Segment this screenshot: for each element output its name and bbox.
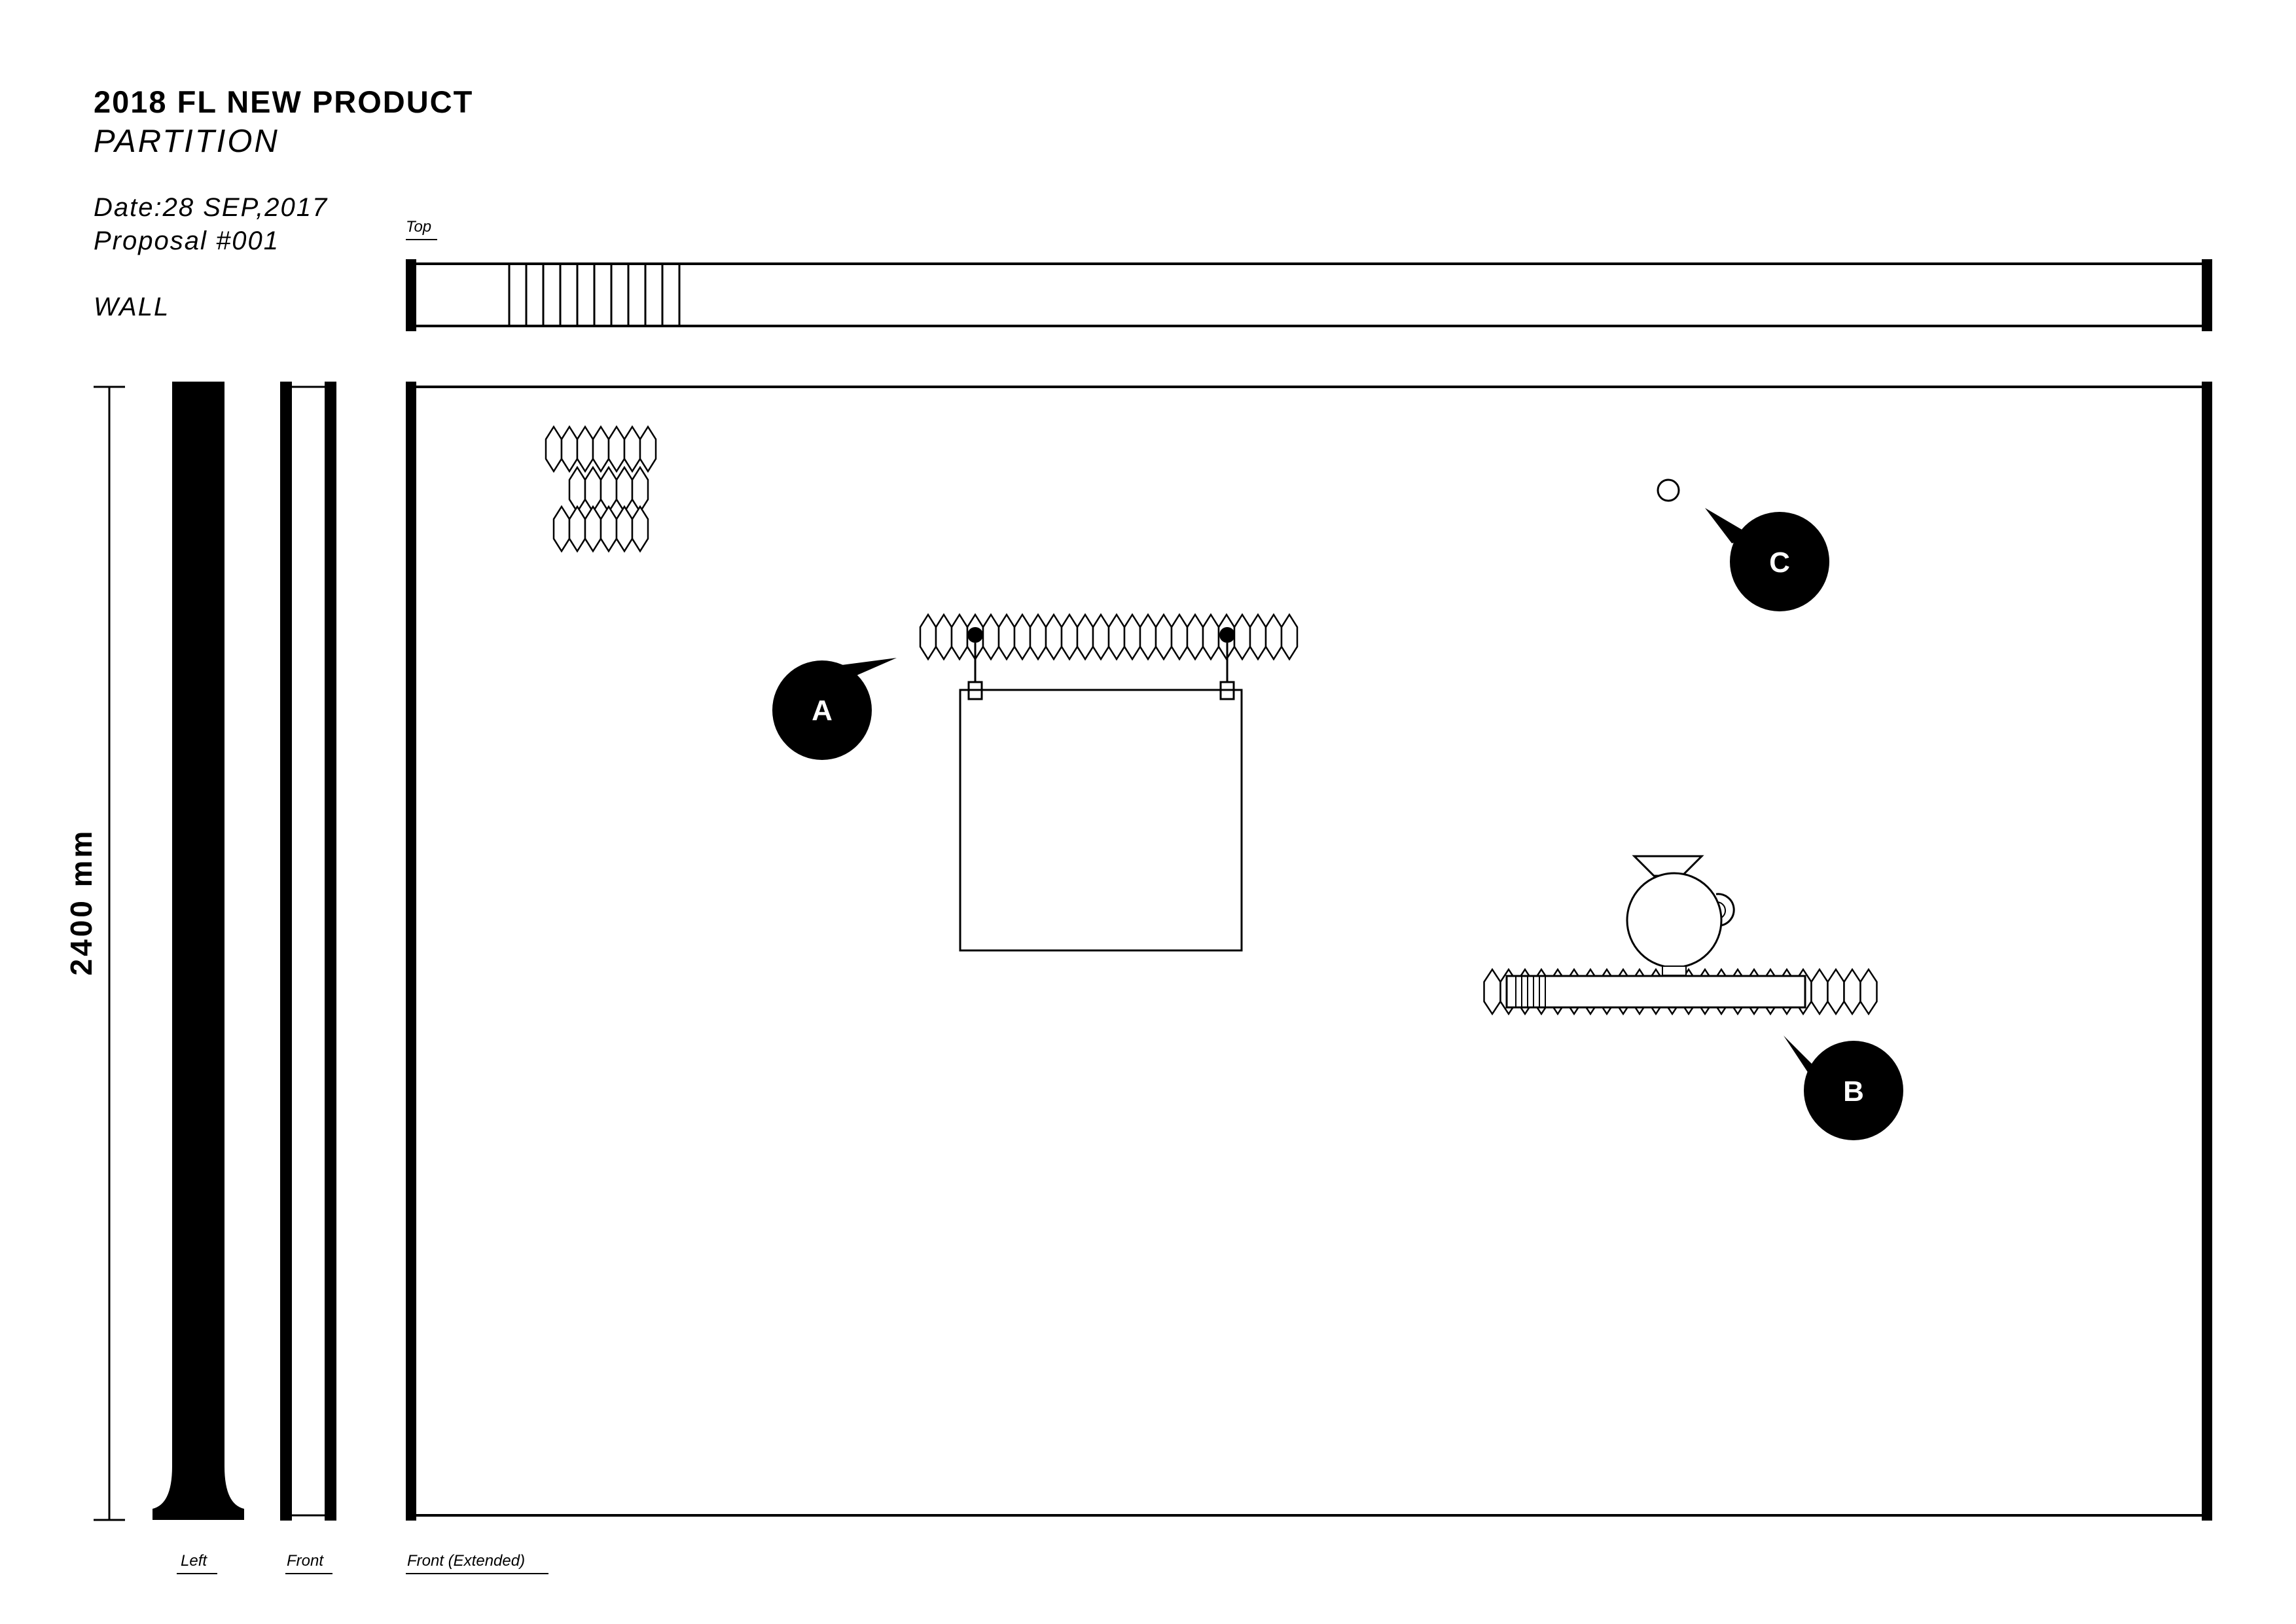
- honeycomb-cell: [560, 425, 579, 473]
- honeycomb-cell: [919, 613, 937, 661]
- honeycomb-cell: [639, 425, 657, 473]
- honeycomb-cell: [623, 425, 641, 473]
- honeycomb-cell: [982, 613, 1000, 661]
- callout-a: A: [772, 658, 897, 760]
- svg-text:B: B: [1843, 1075, 1864, 1108]
- honeycomb-cell: [1123, 613, 1141, 661]
- honeycomb-cell: [568, 505, 586, 553]
- honeycomb-cell: [1013, 613, 1031, 661]
- honeycomb-cell: [1249, 613, 1267, 661]
- honeycomb-cell: [545, 425, 563, 473]
- honeycomb-cell: [1483, 967, 1501, 1016]
- document-subtitle: PARTITION: [94, 124, 279, 159]
- honeycomb-cell: [1107, 613, 1126, 661]
- proposal-number: Proposal #001: [94, 226, 279, 255]
- honeycomb-cell: [1186, 613, 1204, 661]
- view-label-top: Top: [406, 218, 431, 236]
- honeycomb-cell: [1202, 613, 1220, 661]
- view-label-front-extended: Front (Extended): [407, 1552, 525, 1570]
- view-label-left: Left: [181, 1552, 207, 1570]
- hanging-board: [959, 627, 1243, 952]
- honeycomb-cell: [631, 505, 649, 553]
- honeycomb-cell: [935, 613, 953, 661]
- honeycomb-cell: [1045, 613, 1063, 661]
- honeycomb-cell: [1155, 613, 1173, 661]
- front-view: [280, 382, 336, 1521]
- callout-b: B: [1784, 1036, 1903, 1140]
- honeycomb-cell: [1859, 967, 1878, 1016]
- honeycomb-cell: [615, 505, 634, 553]
- svg-text:C: C: [1769, 547, 1790, 579]
- honeycomb-cell: [552, 505, 571, 553]
- top-view-right-post: [2202, 259, 2212, 331]
- honeycomb-cell: [1170, 613, 1189, 661]
- honeycomb-cell: [950, 613, 969, 661]
- honeycomb-cell: [600, 505, 618, 553]
- shelf-b: [1505, 975, 1806, 1009]
- hook-c: [1657, 478, 1680, 502]
- height-dimension-label: 2400 mm: [64, 829, 98, 976]
- honeycomb-cell: [1280, 613, 1299, 661]
- honeycomb-cell: [1092, 613, 1110, 661]
- front-extended-outline: [410, 386, 2208, 1517]
- honeycomb-cell: [1139, 613, 1157, 661]
- honeycomb-cell: [1060, 613, 1079, 661]
- honeycomb-cell: [1076, 613, 1094, 661]
- svg-text:A: A: [812, 695, 833, 727]
- top-view-left-post: [406, 259, 416, 331]
- honeycomb-cell: [1029, 613, 1047, 661]
- front-extended-view: [406, 382, 2212, 1521]
- top-view-hatch: [508, 264, 681, 326]
- honeycomb-cell: [1233, 613, 1251, 661]
- view-label-front: Front: [287, 1552, 324, 1570]
- vase: [1626, 855, 1735, 976]
- top-view: [406, 259, 2212, 331]
- honeycomb-cell: [1810, 967, 1829, 1016]
- honeycomb-cell: [1843, 967, 1861, 1016]
- front-extended-left-post: [406, 382, 416, 1521]
- honeycomb-cell: [584, 505, 602, 553]
- honeycomb-cell: [997, 613, 1016, 661]
- honeycomb-cell: [607, 425, 626, 473]
- section-label: WALL: [94, 293, 170, 321]
- shelf-hatch: [1515, 976, 1546, 1007]
- document-date: Date:28 SEP,2017: [94, 193, 328, 222]
- honeycomb-cell: [592, 425, 610, 473]
- hanging-rail-a: [919, 613, 1299, 661]
- shelf-board: [1505, 975, 1806, 1009]
- height-dimension: [94, 386, 125, 1521]
- honeycomb-cluster: [545, 425, 657, 553]
- callout-c: C: [1705, 508, 1829, 611]
- honeycomb-cell: [576, 425, 594, 473]
- left-view-post: [152, 382, 244, 1520]
- document-title: 2018 FL NEW PRODUCT: [94, 84, 473, 119]
- honeycomb-cell: [1827, 967, 1845, 1016]
- hanging-board-panel: [959, 689, 1243, 952]
- front-extended-right-post: [2202, 382, 2212, 1521]
- honeycomb-cell: [1265, 613, 1283, 661]
